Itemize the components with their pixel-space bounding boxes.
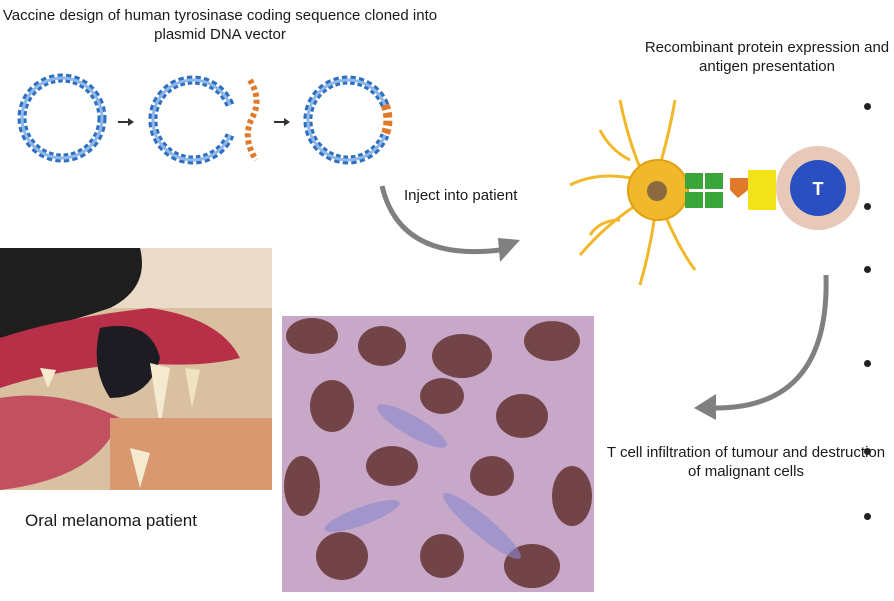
bullet-point <box>864 360 871 367</box>
plasmid-vector-empty <box>17 73 107 163</box>
inject-label: Inject into patient <box>404 187 518 204</box>
mhc-receptor-complex <box>685 170 776 210</box>
dendritic-cell <box>569 99 697 286</box>
oral-melanoma-photo <box>0 248 272 490</box>
oral-melanoma-label: Oral melanoma patient <box>25 511 197 530</box>
arrow-step-2 <box>274 118 290 126</box>
bullet-point <box>864 513 871 520</box>
vaccine-design-label: Vaccine design of human tyrosinase codin… <box>2 7 438 43</box>
plasmid-recombinant <box>303 75 393 165</box>
infiltration-label: T cell infiltration of tumour and destru… <box>606 444 886 480</box>
bullet-point <box>864 266 871 273</box>
histology-image <box>282 316 594 592</box>
nucleus <box>647 181 667 201</box>
inject-arrow <box>379 185 520 262</box>
bullet-point <box>864 103 871 110</box>
infiltration-arrow <box>694 274 829 420</box>
arrow-step-1 <box>118 118 134 126</box>
t-cell <box>776 146 860 230</box>
recombinant-expression-label: Recombinant protein expression and antig… <box>644 39 890 75</box>
bullet-point <box>864 203 871 210</box>
plasmid-construction-diagram <box>17 73 393 165</box>
bullet-point <box>864 448 871 455</box>
tyrosinase-insert <box>244 78 260 162</box>
t-cell-letter: T <box>813 179 824 199</box>
antigen-presentation-diagram: T <box>569 99 860 286</box>
plasmid-vector-cut <box>148 75 235 165</box>
